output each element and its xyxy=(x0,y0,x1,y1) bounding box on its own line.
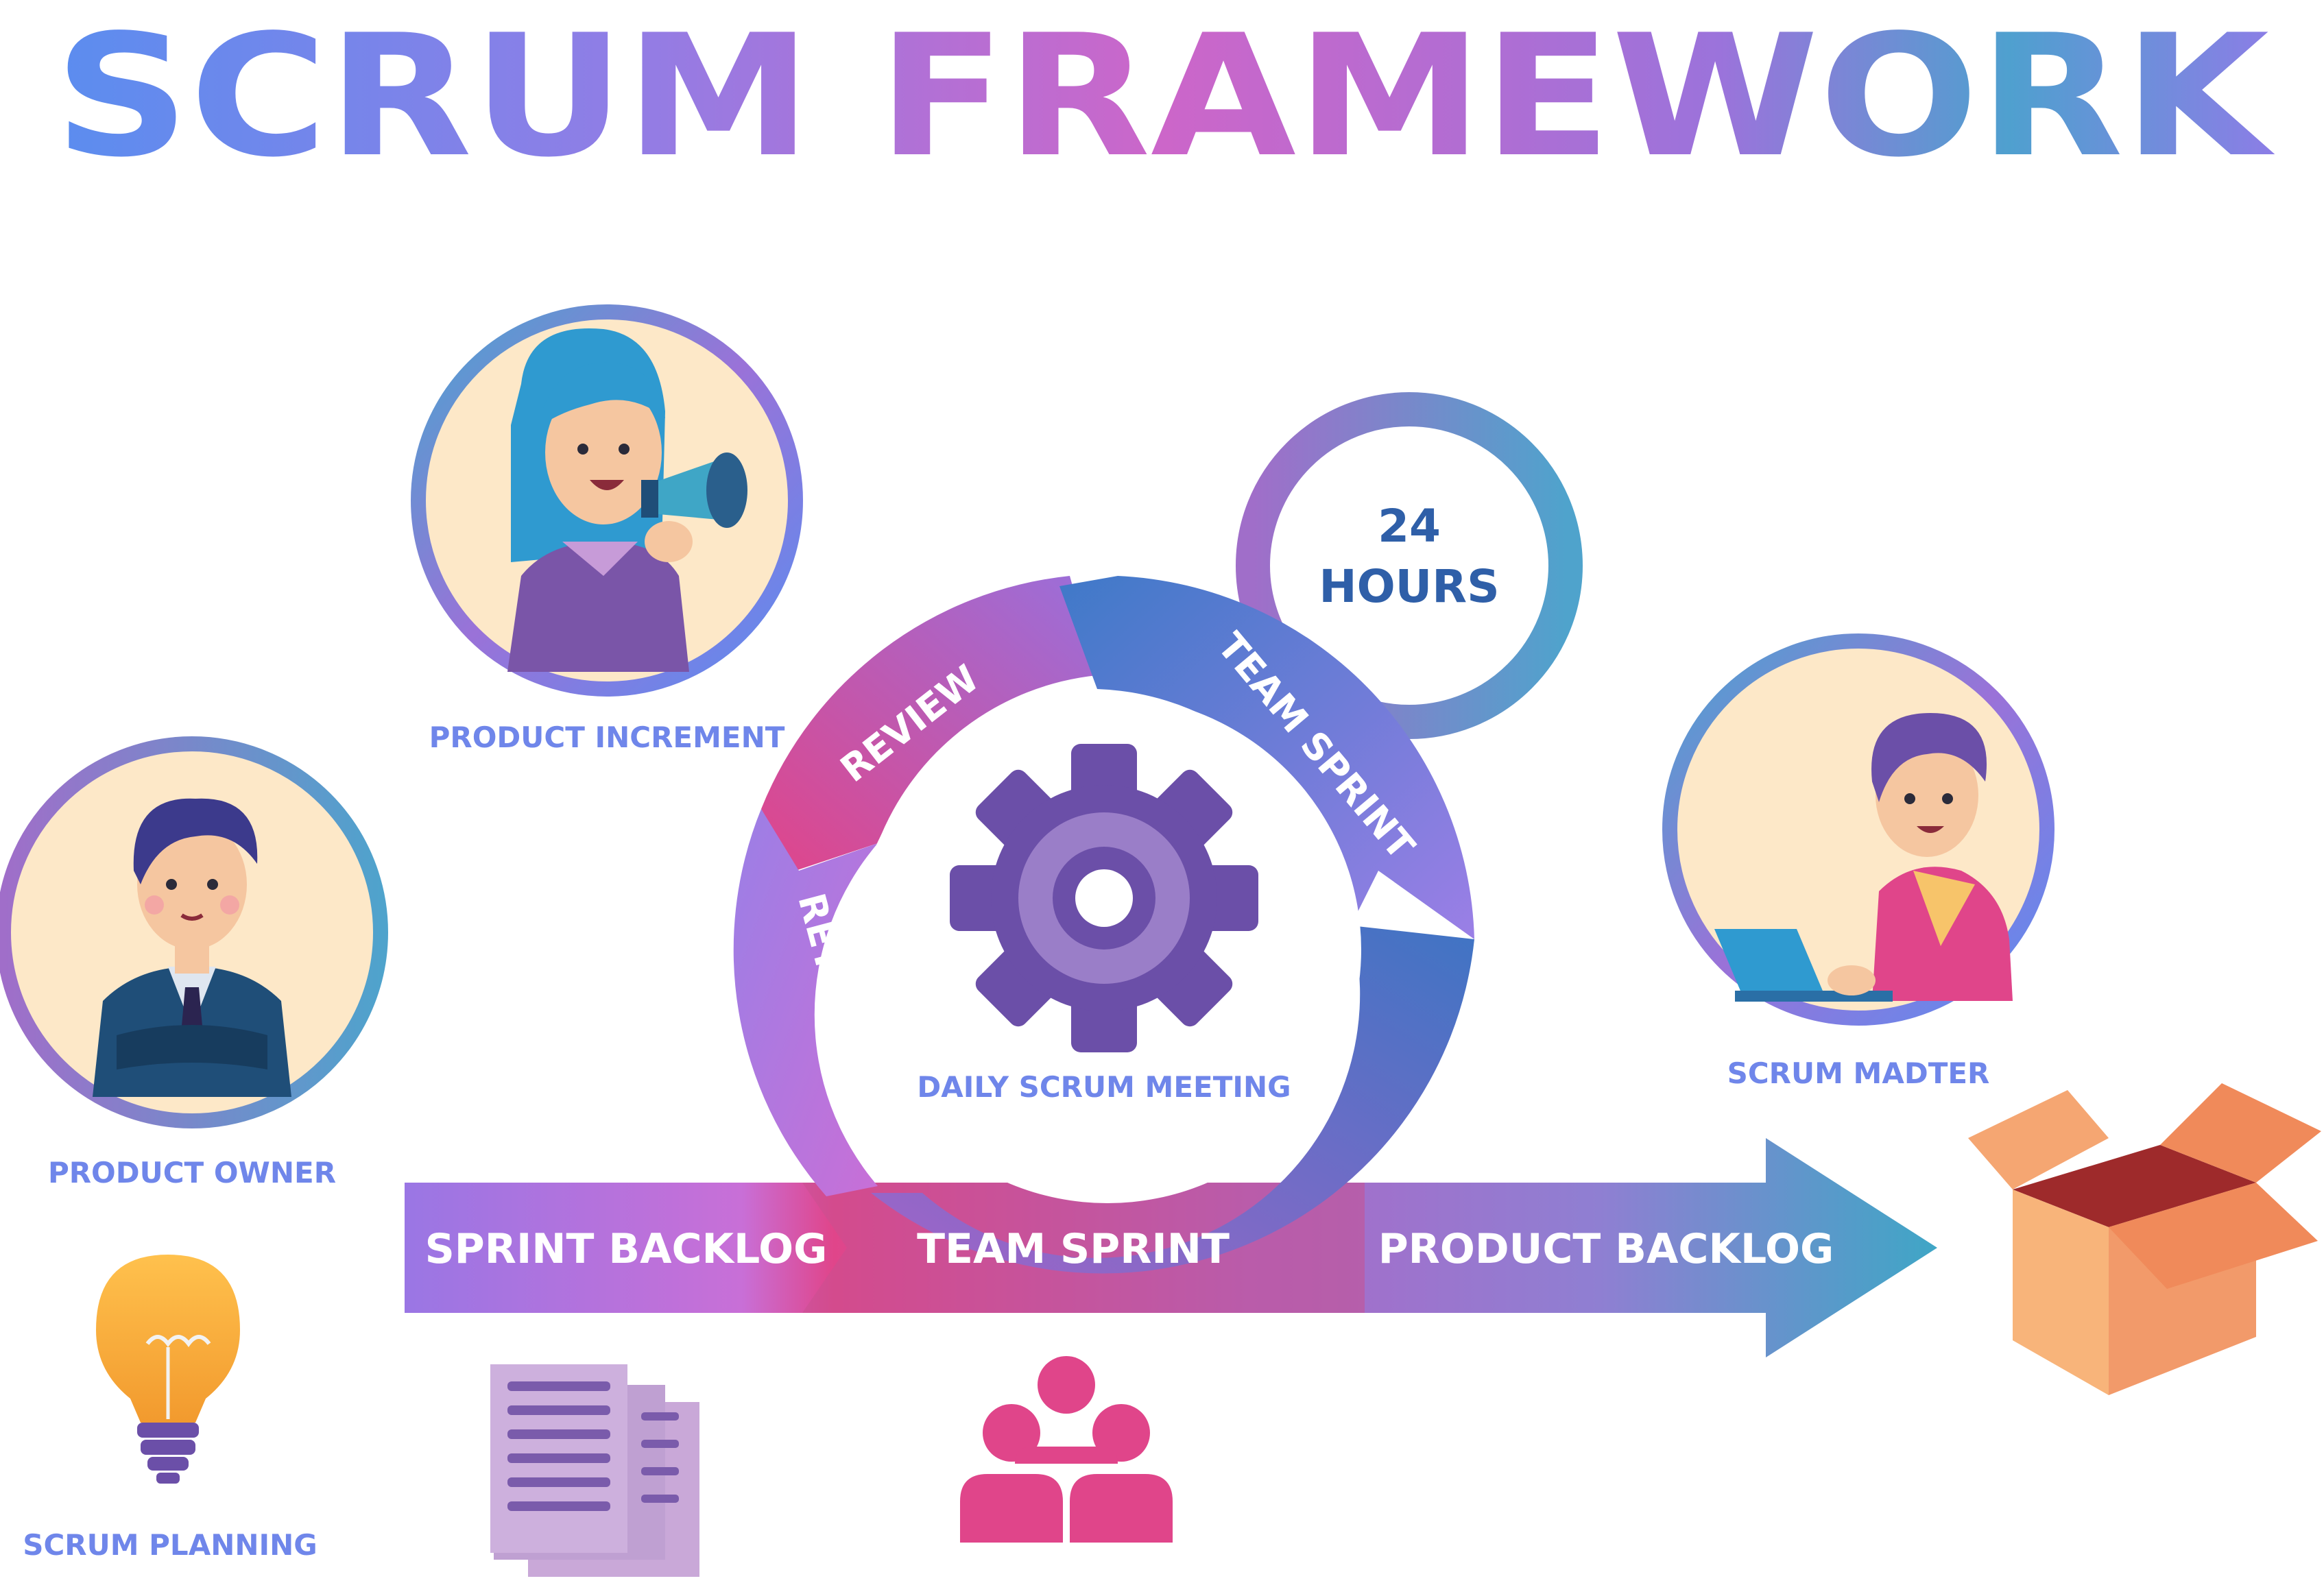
product-increment-label: PRODUCT INCREMENT xyxy=(429,721,785,754)
scrum-master-avatar xyxy=(1662,633,2055,1026)
page-title: SCRUM FRAMEWORK xyxy=(54,0,2275,194)
24-hours-badge: 24 HOURS xyxy=(1236,392,1583,739)
daily-scrum-label: DAILY SCRUM MEETING xyxy=(917,1070,1291,1104)
scrum-master-label: SCRUM MADTER xyxy=(1727,1056,1990,1090)
scrum-planning-label: SCRUM PLANNING xyxy=(23,1528,318,1562)
gear-icon xyxy=(950,744,1258,1052)
sprint-backlog-label: SPRINT BACKLOG xyxy=(425,1225,828,1273)
team-icon xyxy=(960,1356,1173,1543)
lightbulb-icon xyxy=(96,1255,240,1484)
documents-icon xyxy=(490,1364,699,1577)
arrow-team-sprint-label: TEAM SPRINT xyxy=(917,1225,1230,1273)
product-owner-label: PRODUCT OWNER xyxy=(48,1156,336,1189)
person-man-suit-icon xyxy=(93,798,291,1097)
product-increment-avatar xyxy=(411,304,803,697)
hours-unit: HOURS xyxy=(1319,560,1499,613)
hours-number: 24 xyxy=(1378,500,1441,553)
product-owner-avatar xyxy=(0,736,388,1128)
product-backlog-label: PRODUCT BACKLOG xyxy=(1378,1225,1834,1273)
box-icon xyxy=(1968,1083,2321,1395)
person-woman-megaphone-icon xyxy=(507,328,747,672)
person-boy-laptop-icon xyxy=(1714,713,2013,1002)
